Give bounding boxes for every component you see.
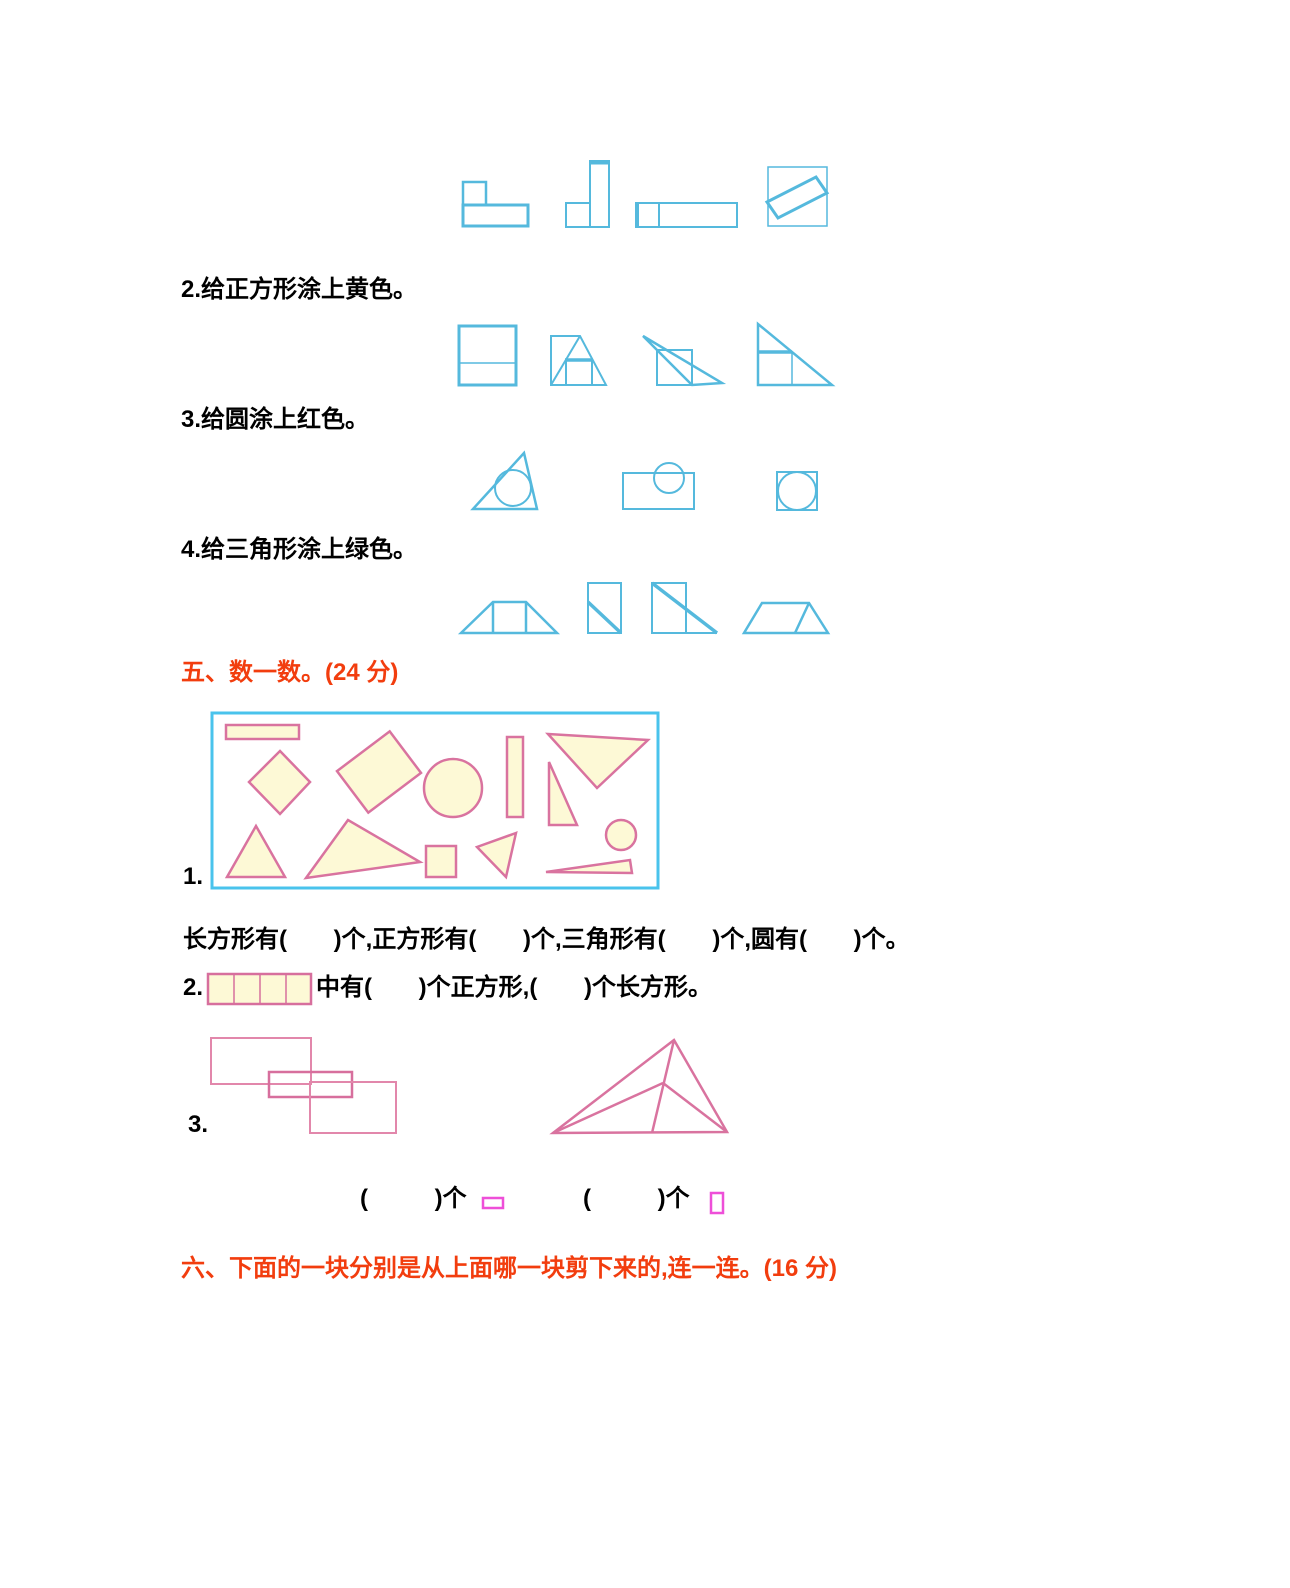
rectangle-with-extended-diagonal-figure — [650, 581, 719, 635]
tall-rectangle-shape — [505, 735, 525, 819]
item2-number: 2. — [183, 974, 204, 1001]
q2-instruction: 2.给正方形涂上黄色。 — [181, 276, 418, 303]
isosceles-triangle-shape — [224, 823, 288, 879]
square-with-circle-figure — [776, 471, 818, 511]
overlapping-rectangles-figure — [210, 1037, 397, 1134]
item1-number: 1. — [183, 863, 204, 890]
item2-question-text: 中有( )个正方形,( )个长方形。 — [316, 974, 712, 1001]
square-with-horizontal-line-figure — [457, 324, 518, 387]
trapezoid-divided-figure — [457, 600, 561, 635]
count-box — [210, 711, 660, 890]
large-triangle-shape — [545, 732, 651, 790]
section-five-title: 五、数一数。(24 分) — [181, 659, 399, 686]
parallelogram-with-triangle-figure — [741, 601, 831, 635]
circle-shape — [422, 757, 484, 819]
sliver-triangle-shape — [545, 858, 634, 875]
wide-triangle-shape — [303, 818, 424, 880]
thin-rectangle-shape — [224, 723, 301, 741]
diamond-square-shape — [247, 749, 312, 816]
small-circle-shape — [604, 818, 638, 852]
triangle-with-cevians-figure — [549, 1038, 730, 1135]
right-triangle-inner-square-figure — [756, 321, 836, 387]
item3-number: 3. — [188, 1111, 209, 1138]
answer-icons — [481, 1191, 725, 1215]
item3-answer-blank-2: ( )个 — [583, 1185, 690, 1212]
item1-count-line: 长方形有( )个,正方形有( )个,三角形有( )个,圆有( )个。 — [183, 926, 910, 953]
long-rectangle-figure — [635, 202, 738, 228]
four-cell-strip-figure — [206, 972, 313, 1006]
horizontal-rectangle-icon — [481, 1196, 505, 1210]
item3-answer-blank-1: ( )个 — [360, 1185, 467, 1212]
vertical-rectangle-icon — [709, 1191, 725, 1215]
rotated-rectangle-shape — [335, 729, 423, 815]
small-right-triangle-shape — [547, 761, 579, 827]
q4-instruction: 4.给三角形涂上绿色。 — [181, 536, 418, 563]
count-box-shapes — [224, 723, 651, 880]
small-square-shape — [424, 844, 458, 879]
rectangle-with-circle-figure — [622, 462, 695, 510]
square-triangle-inner-square-figure — [550, 335, 608, 386]
sliver-triangle-over-square-figure — [642, 334, 727, 387]
q3-instruction: 3.给圆涂上红色。 — [181, 406, 370, 433]
tall-l-block-figure — [565, 160, 610, 228]
section-six-title: 六、下面的一块分别是从上面哪一块剪下来的,连一连。(16 分) — [181, 1255, 838, 1282]
rectangle-with-diagonal-figure — [586, 582, 623, 635]
square-with-rotated-rectangle-figure — [764, 166, 830, 227]
left-pointing-triangle-shape — [474, 831, 518, 880]
l-shaped-block-figure — [461, 180, 530, 228]
triangle-with-circle-figure — [470, 450, 539, 511]
